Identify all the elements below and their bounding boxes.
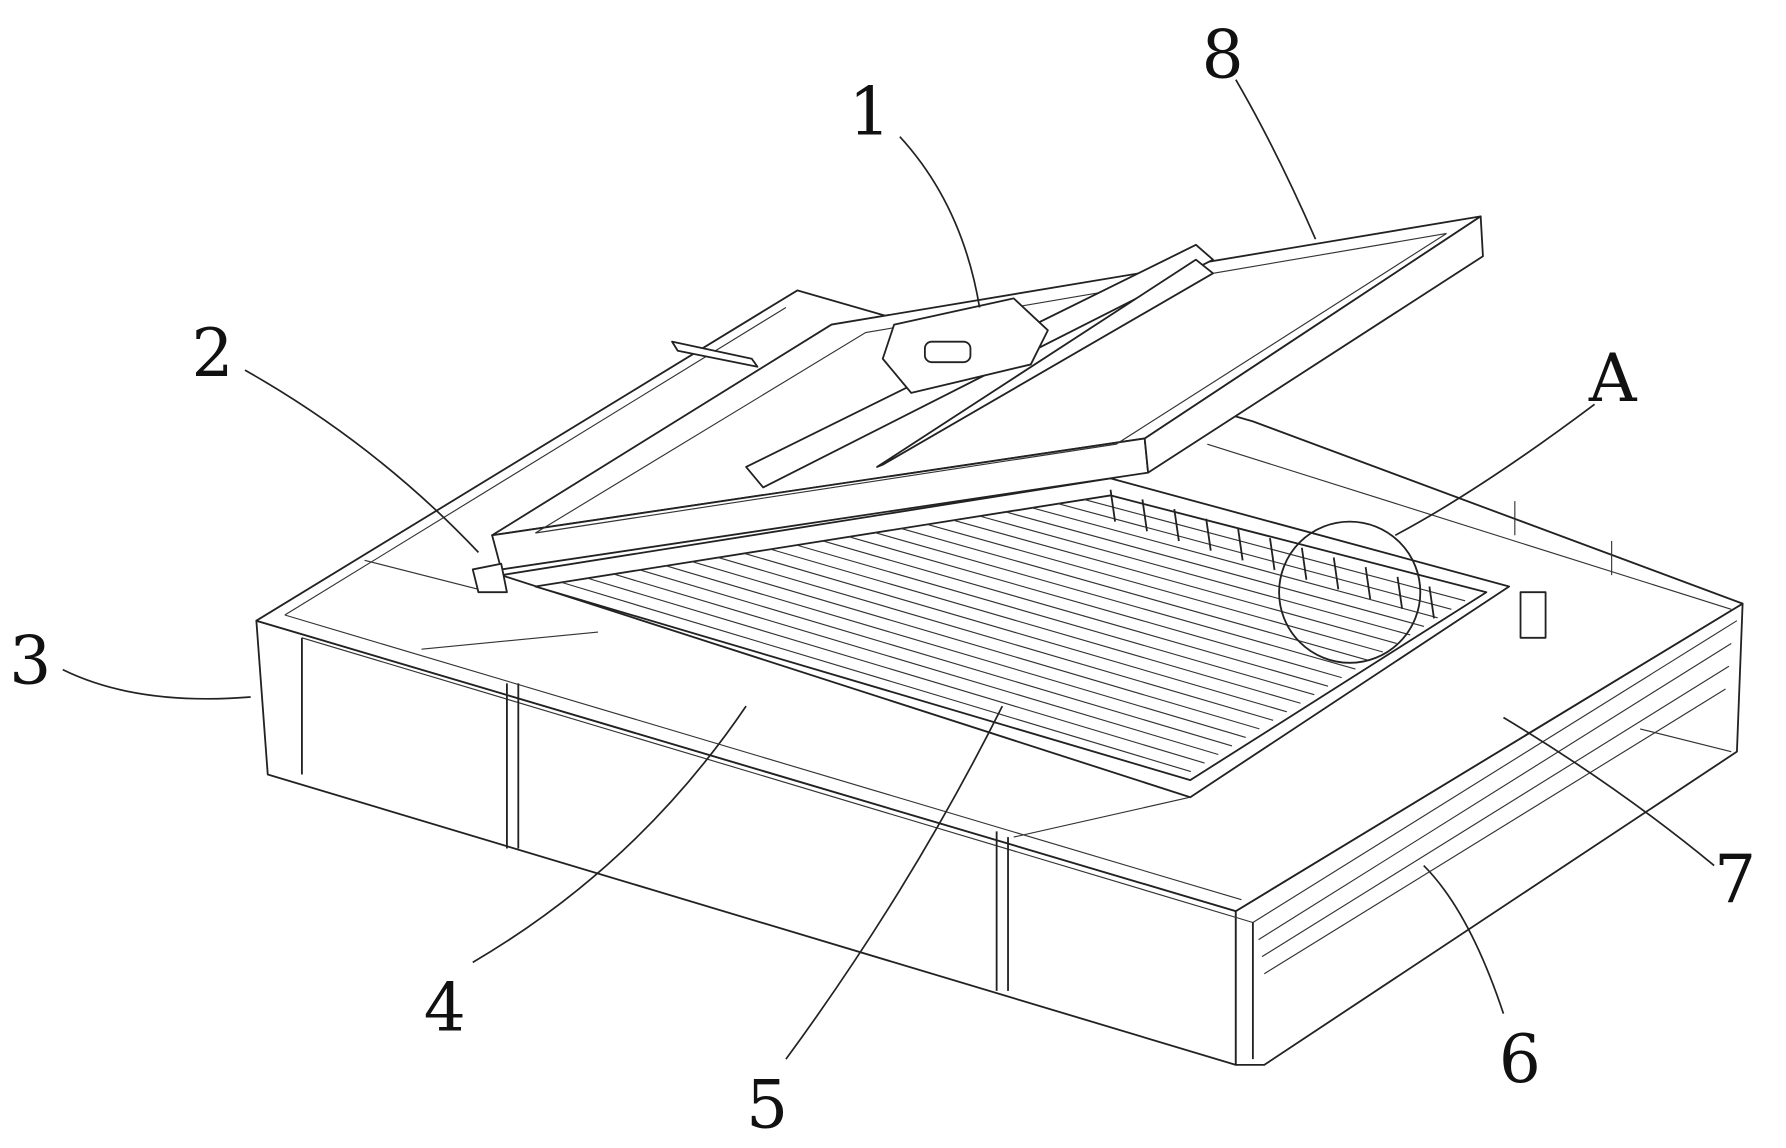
hinge-2 (473, 564, 507, 592)
label-1: 1 (849, 73, 891, 150)
label-4: 4 (424, 970, 466, 1047)
label-3: 3 (9, 622, 51, 699)
label-5: 5 (746, 1067, 788, 1144)
label-2: 2 (191, 315, 233, 392)
label-7: 7 (1714, 841, 1756, 918)
label-6: 6 (1499, 1021, 1541, 1098)
label-8: 8 (1202, 16, 1244, 93)
label-A: A (1588, 340, 1638, 417)
hinge-bracket (1521, 592, 1546, 638)
